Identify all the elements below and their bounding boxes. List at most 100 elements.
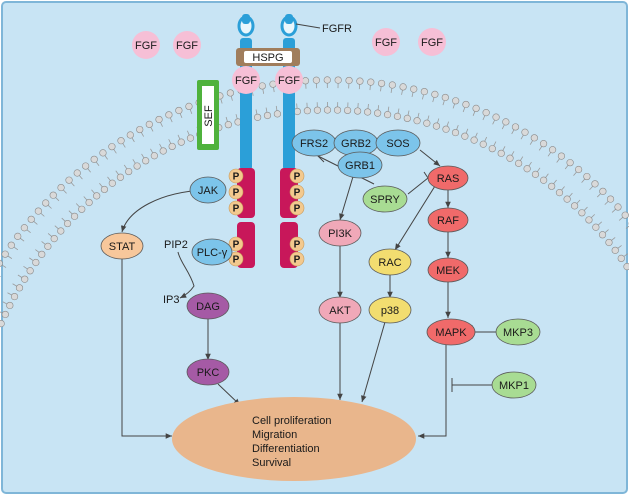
edge-spry-ras [407,177,429,195]
lipid-head-icon [165,111,173,119]
lipid-head-icon [470,136,478,144]
node-mkp1-label: MKP1 [499,380,529,392]
phosphate-label: P [294,255,301,266]
lipid-head-icon [605,238,613,247]
node-p38-label: p38 [381,305,399,317]
fgf-ligand: FGF [232,66,260,94]
lipid-head-icon [403,114,411,122]
lipid-head-icon [420,87,428,96]
node-jak-label: JAK [198,185,219,197]
lipid-head-icon [0,319,5,328]
lipid-head-icon [150,152,158,160]
node-mkp3: MKP3 [495,318,541,346]
lipid-head-icon [57,183,65,192]
lipid-head-icon [472,104,480,112]
lipid-head-icon [333,106,342,114]
lipid-head-icon [7,241,15,249]
node-akt: AKT [318,296,362,324]
lipid-head-icon [117,137,125,145]
fgf-label: FGF [375,37,397,49]
phosphate-icon [289,184,305,200]
node-raf-label: RAF [437,215,459,227]
lipid-head-icon [49,191,57,199]
fgf-ligand: FGF [372,28,400,56]
node-dag: DAG [186,292,230,320]
edge-ras-rac [394,185,436,251]
node-grb1-shape [337,151,383,179]
phosphate: P [289,251,305,267]
lipid-head-icon [539,140,548,148]
lipid-head-icon [57,227,65,235]
lipid-head-icon [343,106,352,115]
phosphate-icon [289,236,305,252]
lipid-head-icon [585,216,593,224]
lipid-head-icon [334,76,342,84]
lipid-head-icon [78,205,86,213]
cellular-outcome: Cell proliferation Migration Differentia… [172,397,416,481]
lipid-head-icon [563,195,571,203]
node-ras-shape [427,165,469,191]
fgf-ball-icon [372,28,400,56]
lipid-head-icon [482,109,490,117]
node-mkp3-shape [495,318,541,346]
lipid-head-icon [63,219,72,228]
edge-grb1-pi3k [339,169,356,221]
phosphate-icon [289,200,305,216]
ip3-label: IP3 [163,294,180,306]
lipid-head-icon [431,90,439,98]
lipid-head-icon [20,224,28,232]
lipid-head-icon [32,258,40,267]
node-stat-shape [100,232,144,260]
phosphate: P [289,200,305,216]
fgf-label: FGF [278,75,300,87]
lipid-head-icon [82,162,90,170]
node-raf: RAF [427,207,469,233]
node-grb2: GRB2 [333,129,379,157]
node-p38: p38 [368,296,412,324]
phosphate-label: P [233,172,240,183]
lipid-head-icon [557,152,566,160]
phosphate-label: P [294,240,301,251]
lipid-head-icon [27,215,35,223]
lipid-head-icon [100,185,109,194]
lipid-head-icon [413,117,421,125]
lipid-head-icon [312,76,320,84]
lipid-head-icon [614,203,622,211]
lipid-head-icon [488,145,496,153]
node-mapk-shape [426,318,476,346]
outcome-line-4: Survival [252,457,291,469]
node-plc: PLC-γ [191,238,233,266]
node-spry: SPRY [362,185,408,213]
node-pkc-shape [186,358,230,386]
node-akt-label: AKT [329,305,351,317]
lipid-head-icon [293,107,301,116]
fgf-ball-icon [275,66,303,94]
node-pi3k-label: PI3K [328,228,353,240]
lipid-head-icon [313,106,322,114]
outcome-line-3: Differentiation [252,443,320,455]
node-stat-label: STAT [109,241,136,253]
lipid-head-icon [377,79,386,88]
lipid-head-icon [99,149,107,157]
lipid-head-icon [10,292,19,301]
lipid-head-icon [70,212,79,220]
lipid-tail [0,275,1,278]
lipid-head-icon [521,128,529,136]
edge-stat-outcome [121,258,172,439]
lipid-head-icon [258,82,266,90]
fgf-label: FGF [235,75,257,87]
lipid-head-icon [0,259,3,267]
lipid-head-icon [93,192,101,200]
outcome-line-2: Migration [252,429,297,441]
lipid-head-icon [65,176,73,184]
lipid-head-icon [354,107,362,115]
phosphate: P [228,236,244,252]
node-grb2-label: GRB2 [341,138,371,150]
lipid-head-icon [155,115,163,124]
lipid-head-icon [273,110,282,118]
node-jak: JAK [189,176,227,204]
lipid-head-icon [34,207,42,215]
lipid-head-icon [301,77,310,85]
